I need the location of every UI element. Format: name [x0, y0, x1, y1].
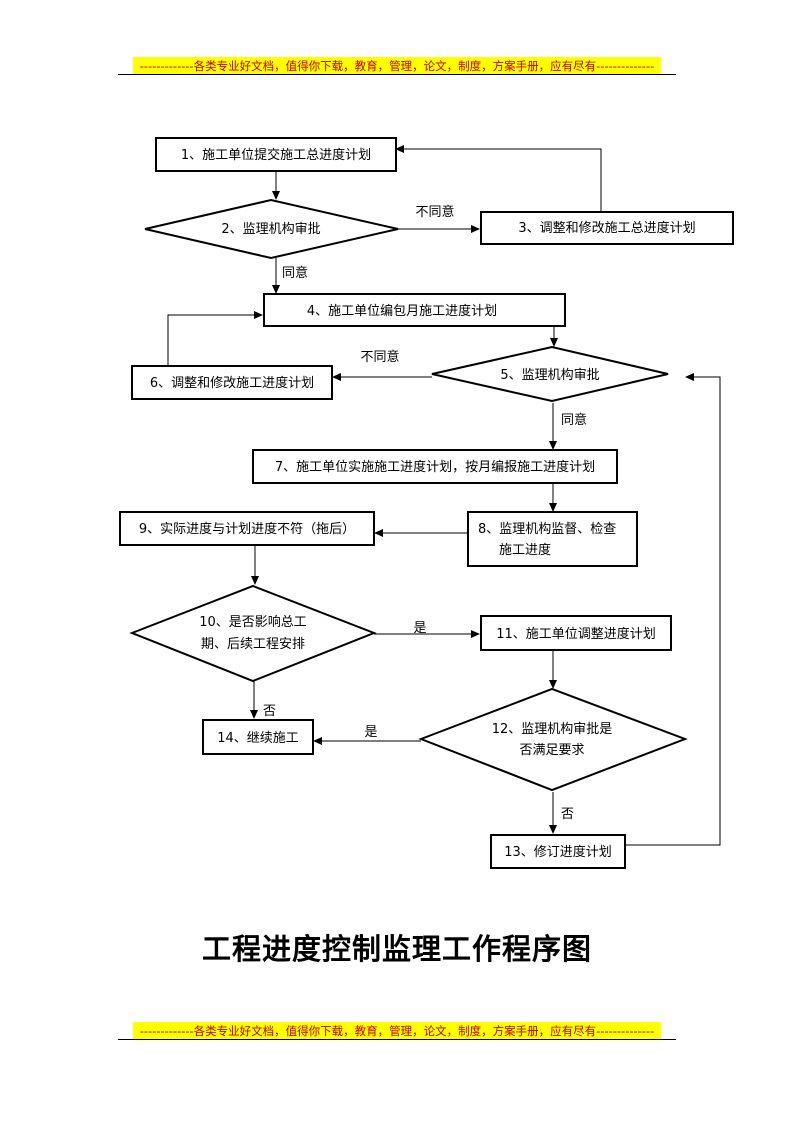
edge-label-yes-2: 是 [364, 725, 377, 740]
node-8-box [467, 511, 638, 567]
edge-13-5 [626, 373, 721, 846]
node-14-label: 14、继续施工 [217, 731, 299, 746]
diagram-title: 工程进度控制监理工作程序图 [201, 932, 592, 966]
node-12-diamond [418, 687, 688, 792]
connectors [167, 145, 721, 846]
edge-label-agree-1: 同意 [282, 265, 308, 281]
node-7-box [252, 449, 618, 484]
header-rule [118, 74, 676, 75]
node-2-label: 2、监理机构审批 [221, 222, 320, 237]
edge-label-agree-2: 同意 [561, 412, 587, 428]
node-12-label-line2: 否满足要求 [519, 743, 584, 758]
node-2-diamond [144, 198, 399, 260]
node-13-label: 13、修订进度计划 [504, 844, 612, 860]
node-9-box [119, 511, 375, 546]
edge-labels: 不同意 同意 不同意 同意 是 否 是 否 [263, 204, 587, 822]
header-banner: -------------各类专业好文档，值得你下载，教育，管理，论文，制度，方… [133, 57, 661, 75]
node-12-label-line1: 12、监理机构审批是 [492, 722, 613, 737]
node-10-label-line2: 期、后续工程安排 [201, 637, 305, 652]
node-8-label-line2: 施工进度 [499, 542, 551, 558]
node-4-label: 4、施工单位编包月施工进度计划 [307, 303, 497, 319]
node-6-box [131, 365, 333, 400]
edge-label-no-1: 否 [263, 704, 276, 719]
footer-banner: -------------各类专业好文档，值得你下载，教育，管理，论文，制度，方… [133, 1022, 661, 1040]
node-1-label: 1、施工单位提交施工总进度计划 [181, 147, 371, 163]
node-8-label-line1: 8、监理机构监督、检查 [478, 522, 616, 537]
node-labels: 1、施工单位提交施工总进度计划 2、监理机构审批 3、调整和修改施工总进度计划 … [139, 147, 696, 860]
footer-rule [118, 1039, 676, 1040]
node-11-box [480, 615, 672, 651]
edge-label-disagree-2: 不同意 [360, 349, 399, 365]
edge-label-no-2: 否 [561, 807, 574, 822]
edge-label-yes-1: 是 [413, 621, 426, 636]
node-6-label: 6、调整和修改施工进度计划 [150, 375, 314, 391]
node-10-label-line1: 10、是否影响总工 [199, 614, 307, 630]
node-11-label: 11、施工单位调整进度计划 [496, 626, 656, 642]
node-4-box [263, 293, 566, 327]
node-9-label: 9、实际进度与计划进度不符（拖后） [139, 521, 355, 537]
nodes [119, 137, 734, 869]
node-5-label: 5、监理机构审批 [500, 368, 599, 383]
edge-6-4 [167, 311, 263, 366]
edge-3-1 [395, 145, 602, 212]
node-3-label: 3、调整和修改施工总进度计划 [518, 220, 695, 236]
node-13-box [490, 834, 626, 869]
node-1-box [155, 137, 397, 172]
edge-label-disagree-1: 不同意 [415, 204, 454, 220]
node-14-box [202, 719, 314, 755]
node-3-box [480, 211, 734, 245]
node-5-diamond [431, 345, 669, 403]
node-7-label: 7、施工单位实施施工进度计划，按月编报施工进度计划 [275, 459, 595, 475]
node-10-diamond [129, 584, 377, 683]
